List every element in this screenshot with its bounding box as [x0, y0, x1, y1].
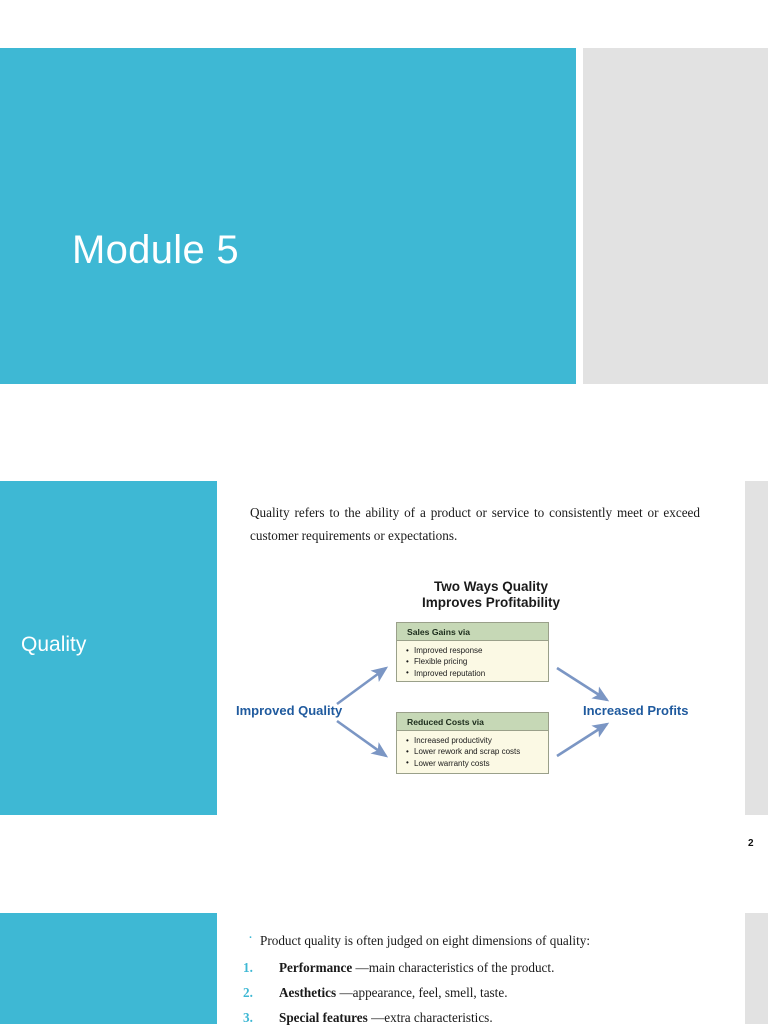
arrow-sales-gains-to-profits [556, 666, 610, 702]
diagram-output-label: Increased Profits [583, 703, 689, 718]
diagram-arrows-layer [336, 666, 610, 758]
slide-3-side-panel [745, 913, 768, 1024]
list-item: Lower rework and scrap costs [406, 746, 544, 758]
arrow-reduced-costs-to-profits [556, 722, 610, 758]
slide-2-section-title: Quality [21, 633, 87, 656]
list-item-content: Performance —main characteristics of the… [279, 960, 554, 976]
arrow-quality-to-sales-gains [336, 666, 389, 706]
slide-2-page-number: 2 [748, 838, 754, 849]
list-item-description: —main characteristics of the product. [355, 960, 555, 975]
diagram-box-reduced-costs-list: Increased productivity Lower rework and … [397, 731, 548, 771]
list-item-content: Special features —extra characteristics. [279, 1010, 493, 1026]
slide-2-section-panel [0, 481, 217, 815]
arrow-quality-to-reduced-costs [336, 719, 389, 758]
slide-1-side-panel [583, 48, 768, 384]
list-item-number: 1. [243, 960, 253, 975]
slide-2-side-panel [745, 481, 768, 815]
diagram-box-sales-gains-header: Sales Gains via [397, 623, 548, 641]
slide-3-lead-text: Product quality is often judged on eight… [243, 930, 713, 949]
slide-2-body-text: Quality refers to the ability of a produ… [250, 505, 700, 543]
list-item-description: —extra characteristics. [371, 1010, 493, 1025]
diagram-title: Two Ways Quality Improves Profitability [391, 579, 591, 612]
diagram-input-label: Improved Quality [236, 703, 343, 718]
list-item-description: —appearance, feel, smell, taste. [339, 985, 508, 1000]
diagram-box-reduced-costs: Reduced Costs via Increased productivity… [396, 712, 549, 774]
list-item: 3. Special features —extra characteristi… [243, 1010, 713, 1026]
diagram-box-sales-gains: Sales Gains via Improved response Flexib… [396, 622, 549, 682]
list-item: Lower warranty costs [406, 757, 544, 769]
slide-1-title: Module 5 [72, 228, 239, 272]
list-item: Improved reputation [406, 667, 544, 679]
slide-3-body: Product quality is often judged on eight… [243, 930, 713, 1035]
list-item-content: Aesthetics —appearance, feel, smell, tas… [279, 985, 508, 1001]
list-item: Improved response [406, 644, 544, 656]
list-item-number: 2. [243, 985, 253, 1000]
list-item-number: 3. [243, 1010, 253, 1025]
slide-3-section-panel [0, 913, 217, 1024]
list-item: 2. Aesthetics —appearance, feel, smell, … [243, 985, 713, 1001]
diagram-box-reduced-costs-header: Reduced Costs via [397, 713, 548, 731]
list-item: Increased productivity [406, 734, 544, 746]
list-item-term: Aesthetics [279, 985, 337, 1000]
list-item: 1. Performance —main characteristics of … [243, 960, 713, 976]
list-item-term: Performance [279, 960, 353, 975]
diagram-box-sales-gains-list: Improved response Flexible pricing Impro… [397, 641, 548, 681]
diagram-title-line-2: Improves Profitability [421, 595, 561, 611]
list-item: Flexible pricing [406, 656, 544, 668]
list-item-term: Special features [279, 1010, 368, 1025]
quality-profitability-diagram: Two Ways Quality Improves Profitability … [231, 576, 721, 804]
slide-1-title-panel [0, 48, 576, 384]
diagram-title-line-1: Two Ways Quality [433, 579, 549, 594]
